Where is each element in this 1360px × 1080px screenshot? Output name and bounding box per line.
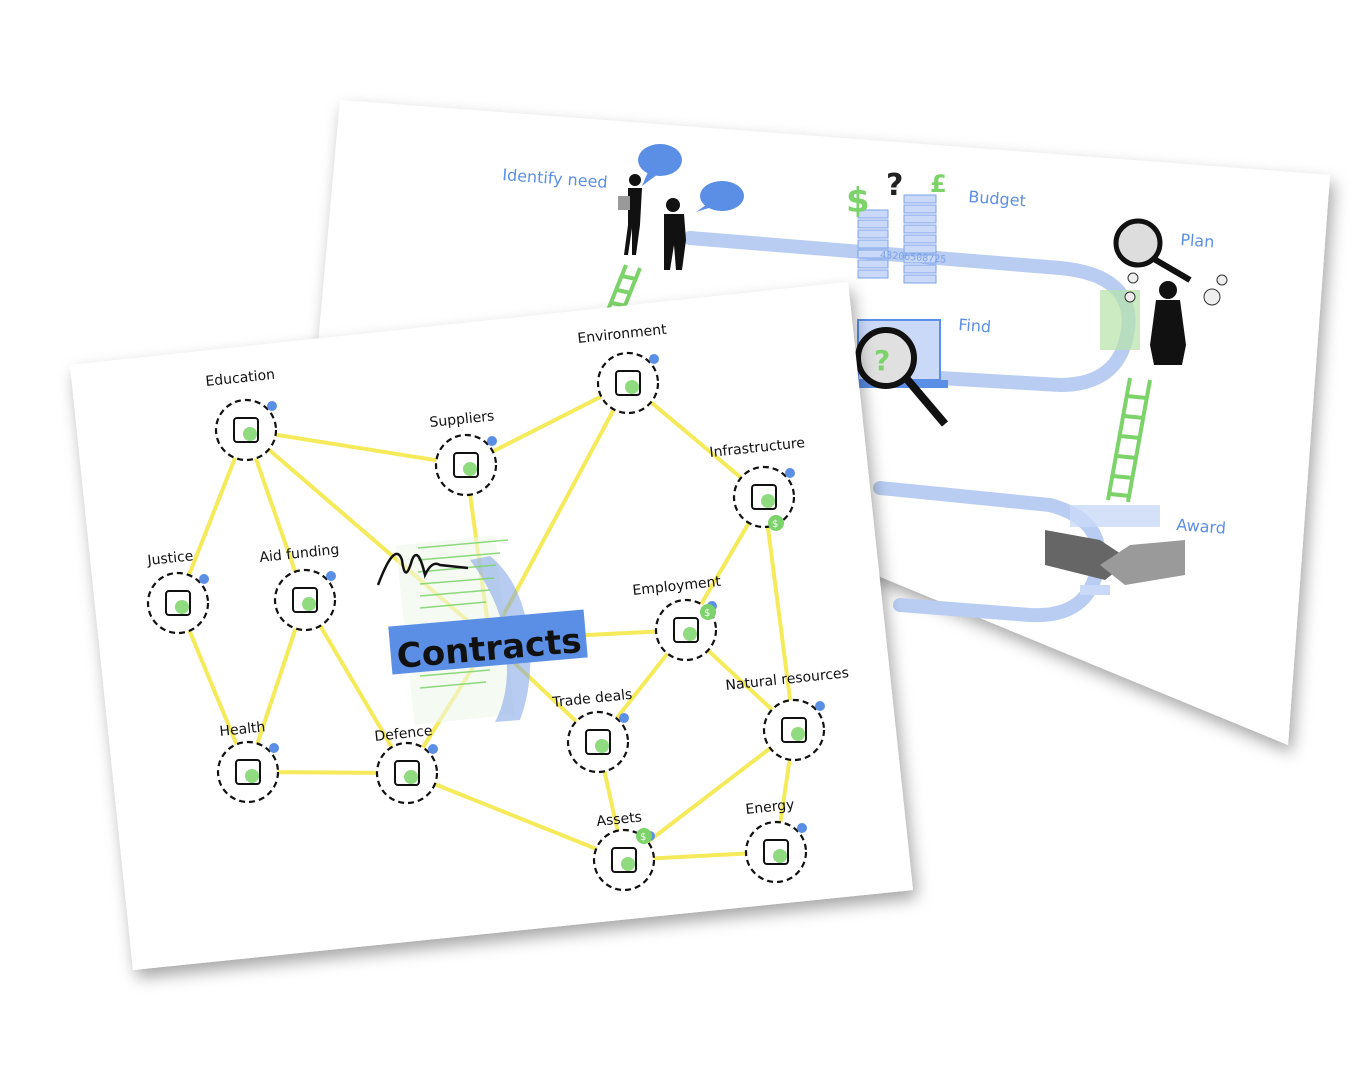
network-card: Contracts EducationEnvironmentSuppliersI… — [70, 282, 913, 970]
accent-dot — [326, 571, 336, 581]
node-defence: Defence — [374, 723, 438, 803]
dollar-badge-label: $ — [640, 832, 646, 843]
accent-dot — [199, 574, 209, 584]
dollar-badge-label: $ — [704, 608, 710, 619]
dollar-icon: $ — [846, 181, 870, 221]
accent-dot — [428, 744, 438, 754]
dollar-badge-label: $ — [772, 519, 778, 530]
step-find: Find — [958, 315, 992, 336]
pound-icon: £ — [930, 170, 947, 198]
question-icon: ? — [886, 168, 903, 203]
question-icon: ? — [874, 344, 890, 377]
accent-dot — [487, 436, 497, 446]
speech-bubble-icon — [638, 144, 682, 176]
accent-dot — [649, 354, 659, 364]
accent-dot — [815, 701, 825, 711]
step-award: Award — [1176, 515, 1227, 538]
step-plan: Plan — [1180, 230, 1215, 251]
accent-dot — [269, 743, 279, 753]
magnifier-icon — [1116, 221, 1160, 265]
accent-dot — [785, 468, 795, 478]
accent-dot — [267, 401, 277, 411]
accent-dot — [797, 823, 807, 833]
accent-dot — [619, 713, 629, 723]
